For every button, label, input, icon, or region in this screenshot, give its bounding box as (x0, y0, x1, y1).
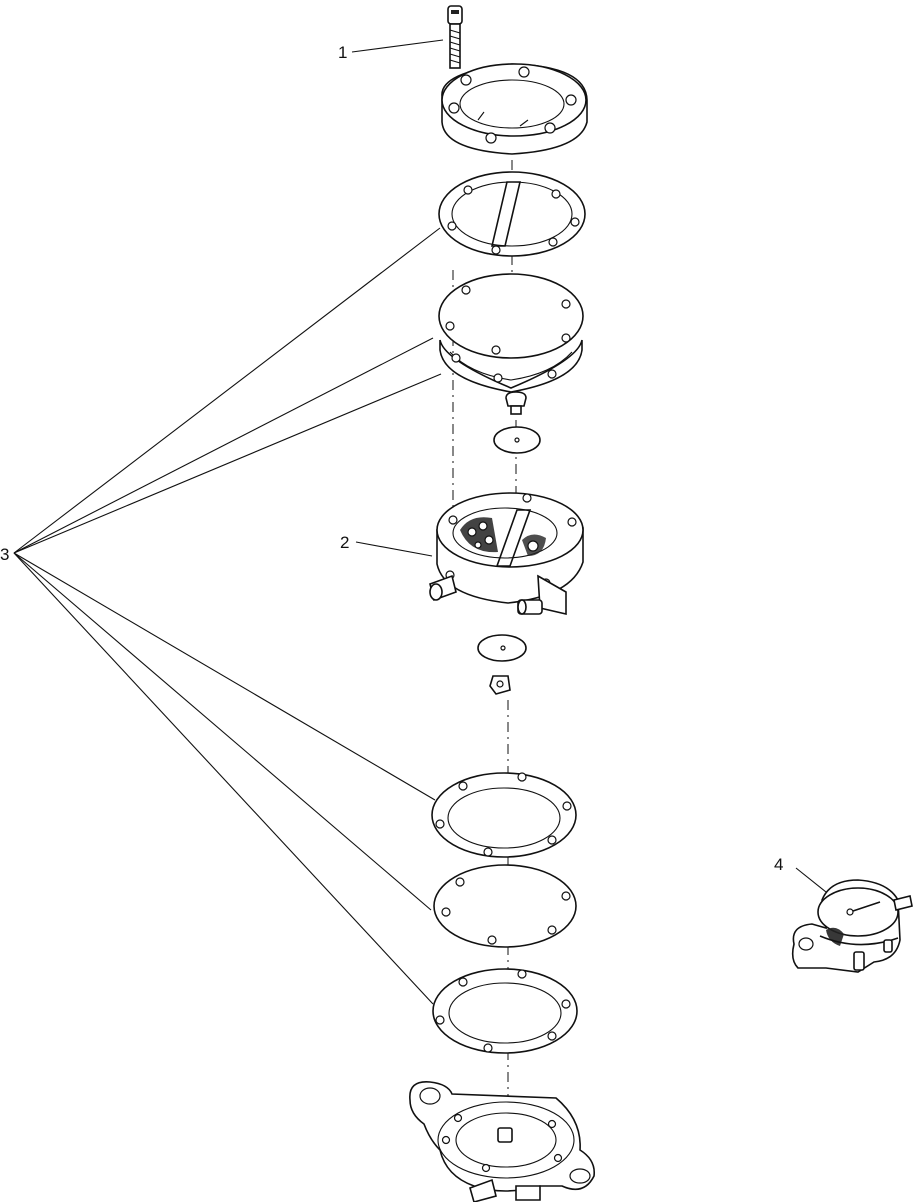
top-gasket (438, 171, 586, 257)
upper-diaphragm (438, 273, 584, 359)
callout-3: 3 (0, 545, 9, 564)
callout-2: 2 (340, 533, 349, 552)
lower-diaphragm (433, 864, 577, 948)
valve-disc-lower (477, 634, 527, 662)
assembled-fuel-pump (791, 879, 913, 973)
pump-base (409, 1081, 596, 1202)
callout-1: 1 (338, 43, 347, 62)
pump-body (429, 492, 584, 616)
top-cover (441, 63, 588, 155)
check-valve-upper (505, 391, 527, 415)
screw (447, 5, 463, 69)
upper-gasket-ring (439, 339, 583, 393)
check-valve-lower (489, 675, 511, 695)
leader-lines (13, 39, 827, 1005)
lower-gasket-ring (431, 772, 577, 858)
callout-4: 4 (774, 855, 783, 874)
bottom-gasket-ring (432, 968, 578, 1054)
valve-disc-upper (493, 426, 541, 454)
